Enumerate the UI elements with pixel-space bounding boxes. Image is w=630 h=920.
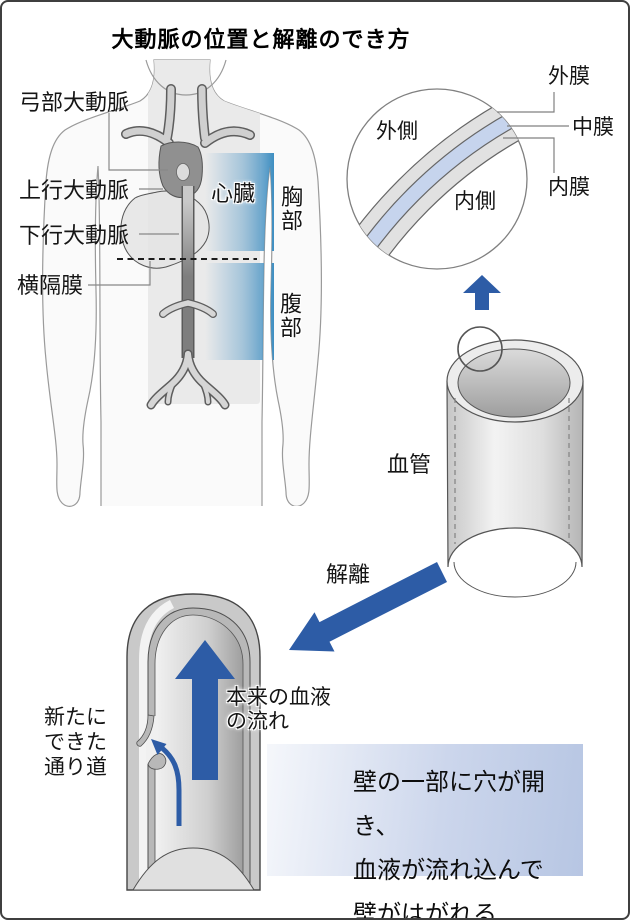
wall-tear-gap [146, 716, 156, 764]
description-line: 血液が流れ込んで [353, 857, 544, 884]
description-box: 壁の一部に穴が開き、 血液が流れ込んで 壁がはがれる [267, 744, 583, 918]
label-media: 中膜 [572, 116, 614, 139]
zoom-up-arrow [463, 275, 501, 310]
blood-flow-arrow [175, 640, 235, 780]
label-new-channel: 新たに できた 通り道 [44, 706, 107, 779]
chest-band [205, 153, 274, 251]
bottom-arch-cut [132, 847, 255, 891]
magnifier-ring [457, 326, 503, 372]
label-heart: 心臓 [211, 181, 256, 206]
jaw-line [145, 59, 227, 96]
label-outer-side: 外側 [376, 120, 418, 143]
torn-flap-lower [147, 753, 167, 770]
label-diaphragm: 横隔膜 [17, 273, 84, 298]
description-line: 壁がはがれる [353, 901, 497, 920]
label-vessel: 血管 [387, 452, 432, 477]
label-intima: 内膜 [548, 176, 590, 199]
blood-vessel-cylinder [446, 326, 584, 598]
torn-flap-upper [136, 714, 155, 747]
dissected-vessel [126, 593, 261, 891]
human-figure [41, 59, 323, 520]
leader-lines-right [497, 92, 569, 173]
description-line: 壁の一部に穴が開き、 [353, 769, 545, 840]
label-arch-aorta: 弓部大動脈 [19, 90, 130, 115]
leader-lines-left [88, 113, 179, 286]
label-chest: 胸部 [278, 185, 303, 233]
label-descending-aorta: 下行大動脈 [19, 223, 130, 248]
inflow-arrow [160, 746, 182, 826]
label-adventitia: 外膜 [548, 65, 590, 88]
abdomen-band [205, 263, 274, 360]
dissection-arrow [289, 562, 447, 652]
cylinder-opening [457, 348, 571, 418]
label-blood-flow: 本来の血液 の流れ [226, 686, 331, 733]
label-abdomen: 腹部 [277, 292, 302, 340]
diagram-title: 大動脈の位置と解離のでき方 [111, 27, 411, 52]
aorta [121, 84, 255, 410]
label-dissection: 解離 [326, 562, 371, 587]
wall-cross-section [346, 88, 569, 270]
label-inner-side: 内側 [454, 190, 496, 213]
false-lumen-channel [139, 599, 175, 890]
label-ascending-aorta: 上行大動脈 [19, 178, 130, 203]
